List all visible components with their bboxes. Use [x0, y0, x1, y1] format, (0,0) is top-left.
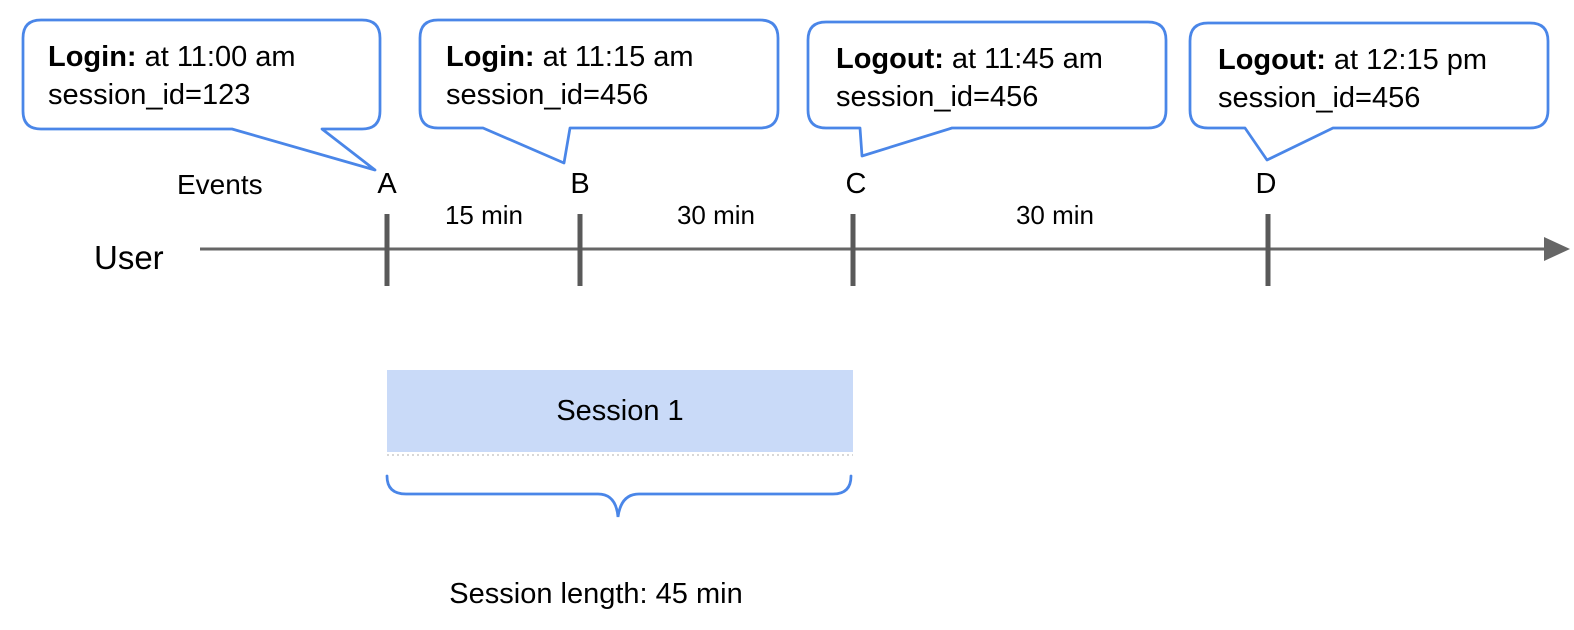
session-length-label: Session length: 45 min [449, 578, 743, 610]
session-length-brace [385, 474, 853, 518]
session-box [387, 370, 853, 452]
session-box-label: Session 1 [556, 394, 684, 427]
callout-login-b-title: Login: [446, 41, 535, 73]
callout-logout-d-text: Logout:at 12:15 pm session_id=456 [1218, 41, 1487, 117]
callout-logout-d-session-id: session_id=456 [1218, 82, 1421, 114]
callout-login-a-line1: Login:at 11:00 am [48, 38, 296, 76]
callout-logout-d-title: Logout: [1218, 44, 1326, 76]
event-label-d: D [1255, 168, 1277, 200]
callout-bubble-logout-d [1188, 21, 1550, 162]
callout-login-b-session-id: session_id=456 [446, 79, 649, 111]
callout-login-a-session-id: session_id=123 [48, 79, 251, 111]
callout-login-b-line1: Login:at 11:15 am [446, 38, 694, 76]
interval-label-c-d: 30 min [1015, 200, 1095, 230]
callout-login-a-title: Login: [48, 41, 137, 73]
callout-logout-c-text: Logout:at 11:45 am session_id=456 [836, 40, 1103, 116]
callout-logout-c-time: at 11:45 am [951, 43, 1103, 75]
callout-logout-d-time: at 12:15 pm [1333, 44, 1488, 76]
interval-label-a-b: 15 min [444, 200, 524, 230]
callout-logout-c-title: Logout: [836, 43, 944, 75]
events-label: Events [177, 169, 263, 200]
callout-bubble-logout-c [806, 20, 1168, 158]
timeline-arrowhead-icon [1544, 237, 1570, 261]
callout-login-b-text: Login:at 11:15 am session_id=456 [446, 38, 694, 114]
event-label-c: C [845, 168, 867, 200]
callout-login-a-text: Login:at 11:00 am session_id=123 [48, 38, 296, 114]
event-label-a: A [377, 168, 397, 200]
callout-logout-c-line1: Logout:at 11:45 am [836, 40, 1103, 78]
event-label-b: B [570, 168, 590, 200]
callout-logout-c-session-id: session_id=456 [836, 81, 1039, 113]
callout-login-a-time: at 11:00 am [144, 41, 296, 73]
callout-bubble-login-a [21, 18, 382, 172]
interval-label-b-c: 30 min [676, 200, 756, 230]
callout-login-b-time: at 11:15 am [542, 41, 694, 73]
user-row-label: User [94, 239, 164, 276]
callout-bubble-login-b [418, 18, 780, 165]
callout-logout-d-line1: Logout:at 12:15 pm [1218, 41, 1487, 79]
